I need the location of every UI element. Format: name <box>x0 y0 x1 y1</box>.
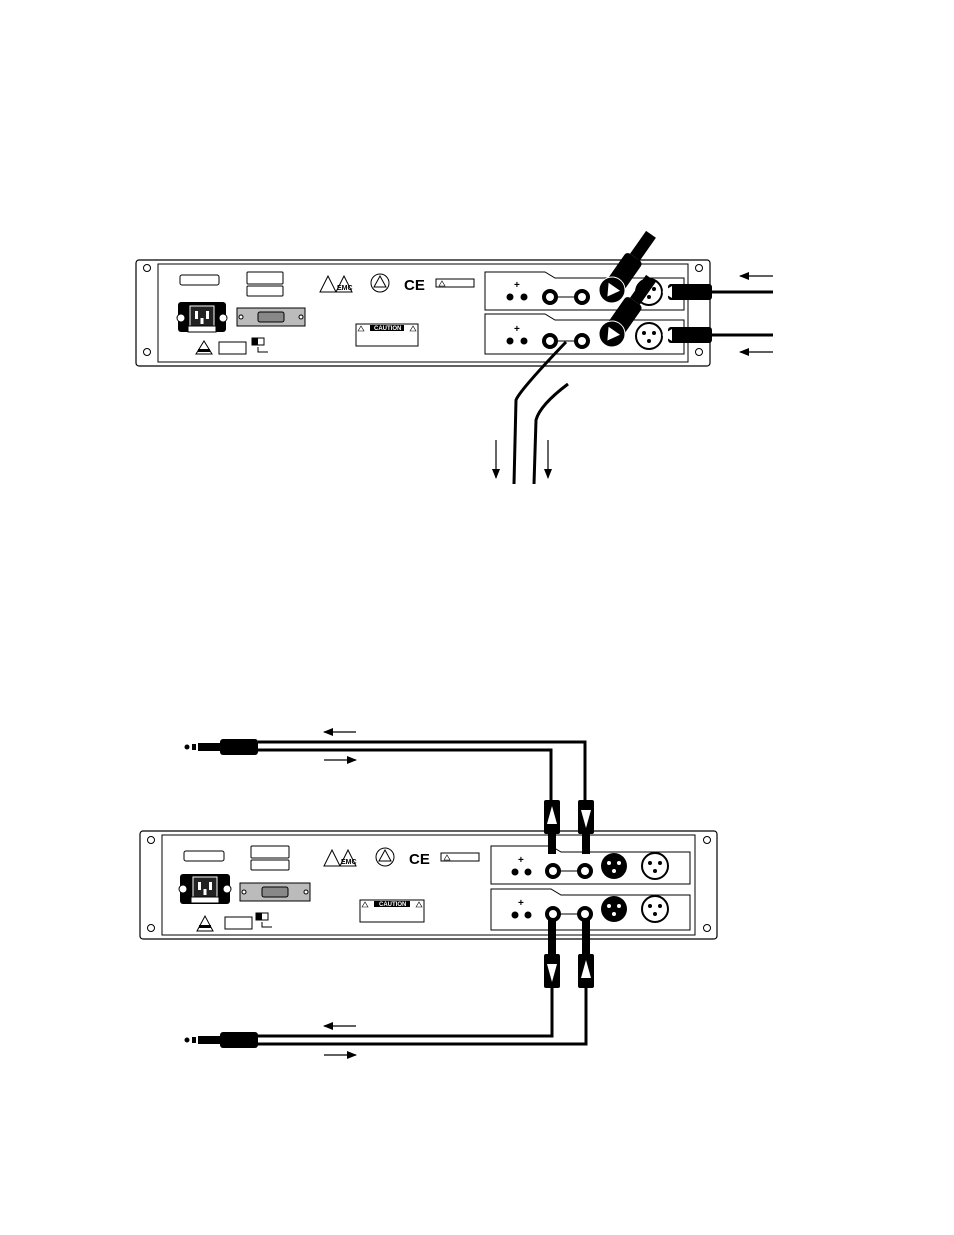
svg-text:+: + <box>518 898 524 909</box>
figure-1-xlr-connection: EMC CE CAUTION + <box>136 227 773 484</box>
serial-plate <box>184 851 224 861</box>
channel-module-2: + <box>491 889 690 930</box>
ce-mark: CE <box>404 277 425 294</box>
xlr-connector-icon <box>642 896 668 922</box>
power-inlet-icon <box>179 874 231 904</box>
svg-text:+: + <box>514 324 520 335</box>
binding-post-icon <box>512 912 519 919</box>
xlr-connector-icon <box>642 853 668 879</box>
binding-post-icon <box>507 294 514 301</box>
spec-plate-bottom <box>247 286 283 296</box>
channel-module-1: + <box>491 846 690 884</box>
caution-plate: CAUTION <box>356 324 418 346</box>
figure-2-insert-connection: EMC CE CAUTION + <box>140 732 717 1055</box>
caution-label: CAUTION <box>379 902 406 908</box>
insert-cable-bottom <box>185 920 595 1055</box>
svg-text:+: + <box>518 855 524 866</box>
binding-post-icon <box>512 869 519 876</box>
serial-plate <box>180 275 219 285</box>
caution-plate: CAUTION <box>360 900 424 922</box>
svg-text:+: + <box>514 280 520 291</box>
xlr-connector-icon <box>601 896 627 922</box>
spec-plate-bottom <box>251 860 289 870</box>
power-inlet-icon <box>177 302 227 332</box>
svg-text:EMC: EMC <box>341 859 357 866</box>
binding-post-icon <box>521 338 528 345</box>
db-connector-icon <box>237 308 305 326</box>
binding-post-icon <box>525 912 532 919</box>
binding-post-icon <box>521 294 528 301</box>
spec-plate-top <box>247 272 283 284</box>
db-connector-icon <box>240 883 310 901</box>
svg-text:EMC: EMC <box>337 285 353 292</box>
channel-module-2: + <box>485 314 684 354</box>
binding-post-icon <box>507 338 514 345</box>
caution-label: CAUTION <box>374 326 401 332</box>
binding-post-icon <box>525 869 532 876</box>
ce-mark: CE <box>409 851 430 868</box>
voltage-plate <box>225 917 252 929</box>
rear-panel-2: EMC CE CAUTION + <box>140 831 717 939</box>
spec-plate-top <box>251 846 289 858</box>
xlr-connector-icon <box>601 853 627 879</box>
xlr-connector-icon <box>636 323 662 349</box>
channel-module-1: + <box>485 272 684 310</box>
voltage-plate <box>219 342 246 354</box>
